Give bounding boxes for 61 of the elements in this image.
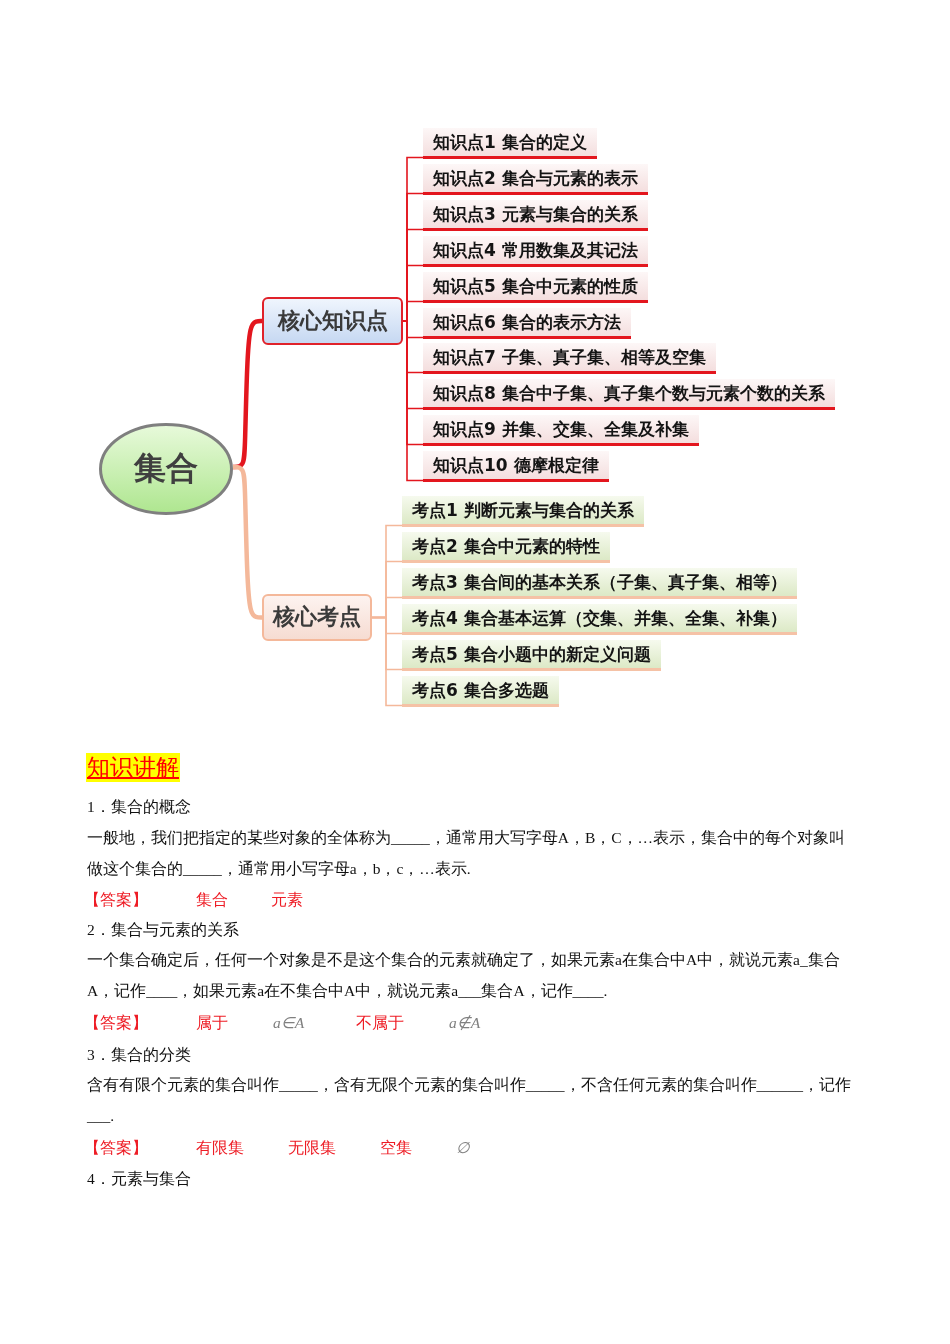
subsection-heading: 2．集合与元素的关系 [87, 919, 239, 940]
subtopic-label: 考点4 集合基本运算（交集、并集、全集、补集） [412, 608, 787, 628]
branch-box [262, 297, 403, 345]
subtopic-label: 考点5 集合小题中的新定义问题 [412, 644, 651, 664]
paragraph: 一个集合确定后，任何一个对象是不是这个集合的元素就确定了，如果元素a在集合中A中，就说元素a_集合A，记作____，如果元素a在不集合中A中，就说元素a___集合A，记作____. [87, 949, 841, 1001]
subtopic-label: 知识点4 常用数集及其记法 [433, 240, 638, 260]
subtopic-box [402, 568, 797, 599]
math-expression: ∅ [456, 1137, 470, 1158]
subtopic-label: 知识点8 集合中子集、真子集个数与元素个数的关系 [433, 383, 825, 403]
subtopic-label: 考点3 集合间的基本关系（子集、真子集、相等） [412, 572, 787, 592]
section-heading: 知识讲解 [86, 752, 180, 782]
paragraph: 含有有限个元素的集合叫作_____，含有无限个元素的集合叫作_____，不含任何元素的集合叫作______，记作___. [87, 1074, 852, 1126]
answer-text: 空集 [380, 1137, 412, 1158]
answer-text: 有限集 [196, 1137, 244, 1158]
paragraph: 一般地，我们把指定的某些对象的全体称为_____，通常用大写字母A，B，C，…表示，集合中的每个对象叫做这个集合的_____，通常用小写字母a，b，c，…表示. [87, 827, 847, 879]
answer-text: 元素 [271, 889, 303, 910]
subtopic-label: 知识点2 集合与元素的表示 [433, 168, 638, 188]
answer-tag: 【答案】 [84, 883, 148, 915]
math-expression: a∉A [449, 1012, 481, 1033]
answer-text: 不属于 [356, 1012, 404, 1033]
answer-text: 集合 [196, 889, 228, 910]
branch-label: 核心考点 [273, 605, 361, 630]
math-expression: a∈A [273, 1012, 305, 1033]
connector-line [371, 616, 403, 707]
subsection-heading: 3．集合的分类 [87, 1044, 191, 1065]
subtopic-label: 考点6 集合多选题 [412, 680, 549, 700]
subtopic-box [402, 676, 559, 707]
subtopic-label: 知识点1 集合的定义 [433, 132, 587, 152]
answer-tag: 【答案】 [84, 1006, 148, 1038]
subtopic-label: 考点1 判断元素与集合的关系 [412, 500, 634, 520]
subtopic-box [423, 308, 631, 339]
branch-curve [232, 464, 264, 620]
subtopic-label: 知识点5 集合中元素的性质 [433, 276, 638, 296]
branch-box [262, 594, 372, 641]
subtopic-box [423, 415, 699, 446]
subsection-heading: 1．集合的概念 [87, 796, 191, 817]
subtopic-box [423, 379, 835, 410]
subtopic-label: 知识点10 德摩根定律 [433, 455, 599, 475]
subtopic-box [402, 496, 644, 527]
answer-tag: 【答案】 [84, 1131, 148, 1163]
answer-text: 无限集 [288, 1137, 336, 1158]
central-topic-ellipse [99, 423, 233, 515]
subtopic-label: 考点2 集合中元素的特性 [412, 536, 600, 556]
branch-label: 核心知识点 [277, 308, 388, 334]
answer-text: 属于 [196, 1012, 228, 1033]
subtopic-label: 知识点7 子集、真子集、相等及空集 [433, 347, 706, 367]
subtopic-box [423, 236, 648, 267]
subtopic-label: 知识点9 并集、交集、全集及补集 [433, 419, 689, 439]
subtopic-box [402, 604, 797, 635]
subtopic-box [423, 343, 716, 374]
subtopic-label: 知识点6 集合的表示方法 [433, 312, 621, 332]
subtopic-box [423, 164, 648, 195]
subtopic-box [402, 532, 610, 563]
topic-label: 集合 [134, 451, 198, 487]
subtopic-box [423, 451, 609, 482]
subsection-heading: 4．元素与集合 [87, 1168, 191, 1189]
subtopic-box [402, 640, 661, 671]
subtopic-label: 知识点3 元素与集合的关系 [433, 204, 638, 224]
subtopic-box [423, 272, 648, 303]
subtopic-box [423, 200, 648, 231]
subtopic-box [423, 128, 597, 159]
